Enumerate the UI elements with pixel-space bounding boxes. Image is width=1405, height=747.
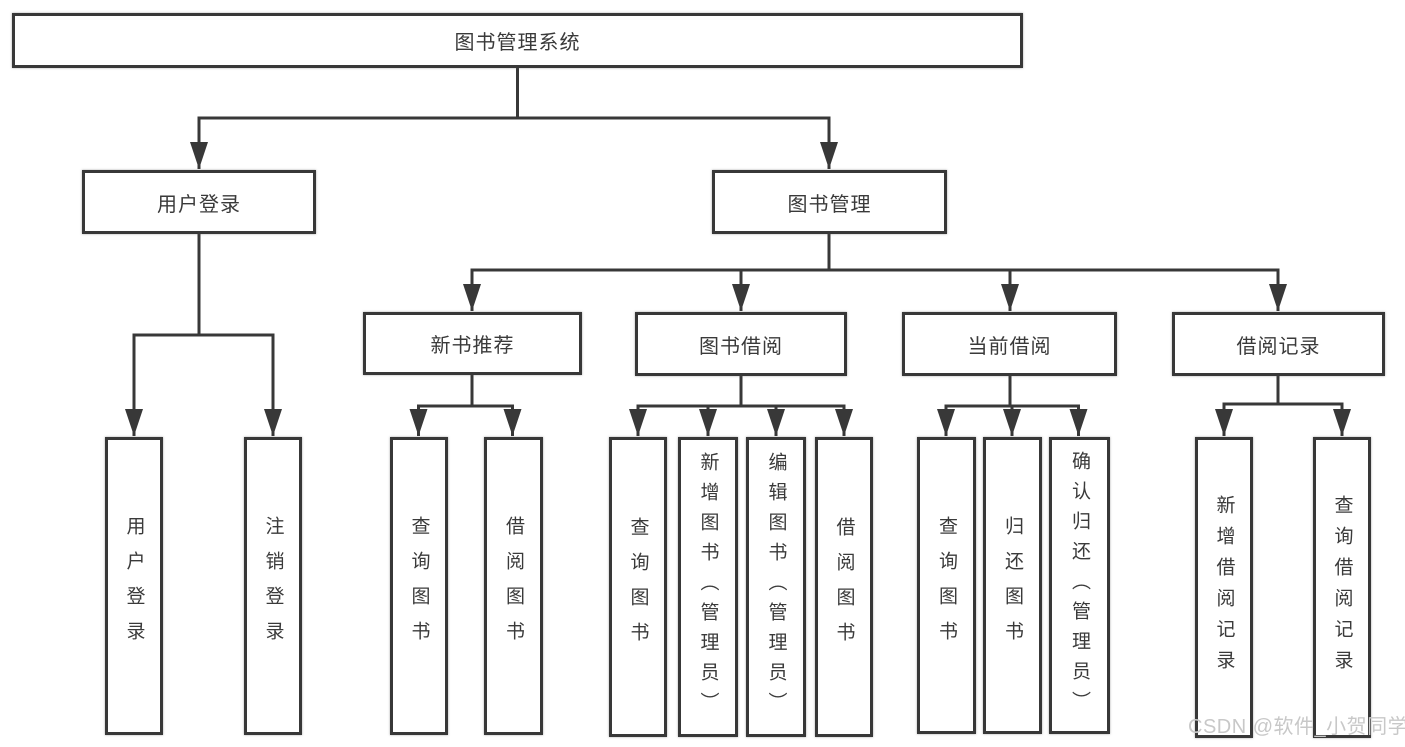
leaf-label: 用户登录 [123, 516, 145, 656]
leaf-recommend-borrow-books: 借阅图书 [484, 437, 543, 735]
leaf-borrowing-add-books: 新增图书（管理员） [678, 437, 738, 737]
leaf-label: 新增借阅记录 [1213, 494, 1235, 681]
node-book-management: 图书管理 [712, 170, 947, 234]
leaf-label: 查询图书 [627, 517, 649, 657]
leaf-borrowing-query-books: 查询图书 [609, 437, 667, 737]
leaf-label: 查询图书 [408, 516, 430, 656]
leaf-label: 借阅图书 [503, 516, 524, 656]
node-label: 新书推荐 [430, 335, 515, 357]
node-borrowing-records: 借阅记录 [1172, 312, 1385, 376]
node-user-login-module: 用户登录 [82, 170, 316, 234]
leaf-label: 归还图书 [1002, 515, 1023, 656]
leaf-user-login: 用户登录 [105, 437, 163, 735]
leaf-label: 编辑图书（管理员） [765, 452, 787, 722]
node-label: 图书借阅 [699, 335, 783, 358]
leaf-borrowing-edit-books: 编辑图书（管理员） [746, 437, 806, 737]
leaf-label: 查询借阅记录 [1331, 494, 1353, 681]
node-label: 图书管理系统 [454, 32, 581, 54]
leaf-recommend-query-books: 查询图书 [390, 437, 448, 735]
node-current-borrowing: 当前借阅 [902, 312, 1117, 376]
leaf-label: 注销登录 [262, 516, 284, 656]
node-label: 当前借阅 [967, 335, 1052, 358]
leaf-label: 确认归还（管理员） [1069, 450, 1090, 721]
node-new-book-recommend: 新书推荐 [363, 312, 582, 375]
leaf-records-add-record: 新增借阅记录 [1195, 437, 1253, 738]
leaf-current-return-books: 归还图书 [983, 437, 1042, 734]
leaf-current-confirm-return: 确认归还（管理员） [1049, 437, 1110, 734]
leaf-current-query-books: 查询图书 [917, 437, 976, 734]
node-label: 图书管理 [787, 193, 872, 216]
leaf-records-query-record: 查询借阅记录 [1313, 437, 1371, 738]
watermark-text: CSDN @软件_小贺同学 [1188, 716, 1405, 738]
node-label: 借阅记录 [1236, 335, 1321, 358]
leaf-label: 新增图书（管理员） [697, 452, 719, 722]
node-label: 用户登录 [157, 193, 241, 216]
leaf-label: 查询图书 [936, 515, 957, 656]
leaf-label: 借阅图书 [833, 517, 855, 657]
node-book-borrowing: 图书借阅 [635, 312, 847, 376]
leaf-logout: 注销登录 [244, 437, 302, 735]
leaf-borrowing-borrow-books: 借阅图书 [815, 437, 873, 737]
node-library-system: 图书管理系统 [12, 13, 1023, 68]
